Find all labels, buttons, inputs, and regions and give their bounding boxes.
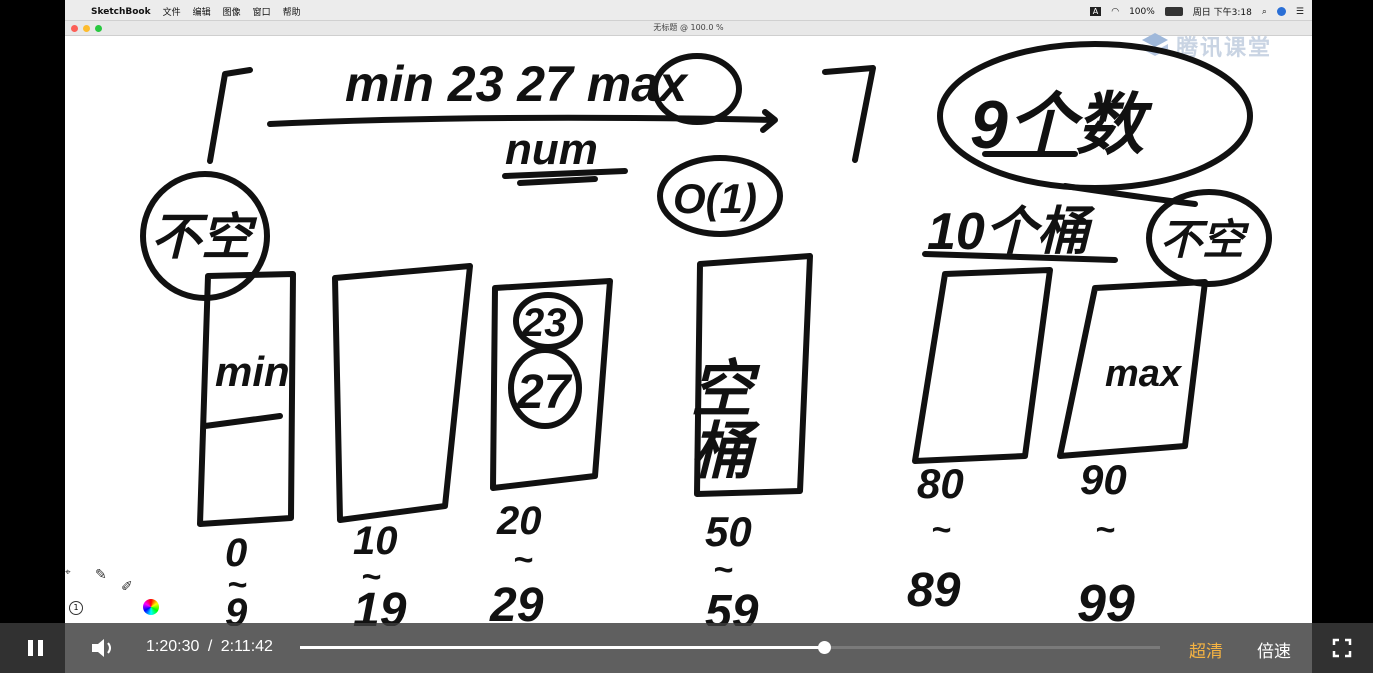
ten-buckets-note: 10个桶: [927, 203, 1096, 261]
whiteboard-canvas[interactable]: min 23 27 max num O(1) 9个数 10个桶 不空 不空 mi…: [65, 36, 1312, 626]
spotlight-search-icon[interactable]: ⌕: [1261, 6, 1267, 17]
close-window-button[interactable]: [71, 25, 78, 32]
range-1-bottom: 19: [353, 584, 407, 626]
range-4-mid: ~: [931, 511, 951, 549]
not-empty-right-note: 不空: [1160, 216, 1250, 263]
progress-handle[interactable]: [817, 641, 831, 654]
menu-window[interactable]: 窗口: [252, 8, 271, 18]
range-5-bottom: 99: [1077, 575, 1135, 626]
color-wheel-icon[interactable]: [143, 599, 159, 615]
video-frame[interactable]: SketchBook 文件 编辑 图像 窗口 帮助 A ◠ 100% 周日 下午…: [65, 0, 1312, 673]
speed-button[interactable]: 倍速: [1257, 642, 1291, 661]
volume-icon[interactable]: [90, 637, 116, 659]
range-3-top: 50: [705, 508, 752, 555]
video-player-controls: 1:20:30 / 2:11:42 超清 倍速: [0, 623, 1373, 673]
range-2-top: 20: [496, 499, 542, 543]
quality-button[interactable]: 超清: [1189, 642, 1223, 661]
clock[interactable]: 周日 下午3:18: [1192, 8, 1252, 18]
range-0-top: 0: [225, 531, 247, 575]
time-separator: /: [207, 638, 213, 655]
brush-tool-icon[interactable]: ✐: [121, 579, 133, 595]
range-0-bottom: 9: [225, 591, 248, 626]
bucket-2-top-value: 23: [521, 301, 567, 345]
window-title: 无标题 @ 100.0 %: [653, 23, 724, 32]
menu-edit[interactable]: 编辑: [192, 8, 211, 18]
app-name[interactable]: SketchBook: [91, 6, 151, 17]
bucket-2-bottom-value: 27: [516, 366, 573, 419]
complexity-label: O(1): [673, 175, 757, 222]
bucket-last-content: max: [1105, 353, 1183, 395]
bucket-0-content: min: [215, 348, 290, 395]
num-label: num: [505, 125, 598, 174]
wifi-icon[interactable]: ◠: [1111, 6, 1120, 17]
formula-text: min 23 27 max: [345, 56, 689, 112]
current-time: 1:20:30: [146, 638, 200, 655]
range-2-mid: ~: [513, 541, 533, 579]
minimize-window-button[interactable]: [83, 25, 90, 32]
range-5-top: 90: [1080, 456, 1127, 503]
range-4-bottom: 89: [907, 564, 961, 617]
nine-numbers-note: 9个数: [970, 87, 1153, 163]
battery-icon[interactable]: [1164, 7, 1183, 16]
input-source-icon[interactable]: A: [1089, 7, 1102, 16]
pause-icon[interactable]: [26, 638, 46, 658]
progress-played: [300, 646, 824, 649]
notification-center-icon[interactable]: ☰: [1295, 6, 1304, 17]
undo-icon[interactable]: ⌖: [65, 567, 71, 578]
not-empty-left-note: 不空: [151, 209, 258, 265]
mac-menubar: SketchBook 文件 编辑 图像 窗口 帮助 A ◠ 100% 周日 下午…: [65, 0, 1312, 21]
window-titlebar: 无标题 @ 100.0 %: [65, 21, 1312, 36]
progress-bar[interactable]: [300, 641, 1160, 654]
menu-help[interactable]: 帮助: [282, 8, 301, 18]
duration: 2:11:42: [220, 638, 273, 655]
menu-image[interactable]: 图像: [222, 8, 241, 18]
battery-percent: 100%: [1129, 6, 1155, 17]
fullscreen-icon[interactable]: [1332, 638, 1352, 658]
pencil-tool-icon[interactable]: ✎: [95, 567, 107, 583]
range-0-mid: ~: [227, 566, 247, 604]
layer-badge-icon[interactable]: 1: [69, 601, 83, 615]
menu-file[interactable]: 文件: [162, 8, 181, 18]
zoom-window-button[interactable]: [95, 25, 102, 32]
range-3-mid: ~: [713, 551, 733, 589]
sketchbook-toolbox: ⌖ ✎ ✐ 1: [65, 565, 175, 625]
range-3-bottom: 59: [705, 586, 759, 626]
range-5-mid: ~: [1095, 511, 1115, 549]
empty-bucket-label: 空桶: [681, 356, 751, 480]
range-1-top: 10: [353, 519, 398, 563]
range-1-mid: ~: [361, 558, 381, 596]
user-icon[interactable]: [1276, 7, 1286, 16]
range-2-bottom: 29: [489, 579, 544, 626]
time-display: 1:20:30 / 2:11:42: [146, 638, 273, 656]
range-4-top: 80: [917, 460, 964, 507]
